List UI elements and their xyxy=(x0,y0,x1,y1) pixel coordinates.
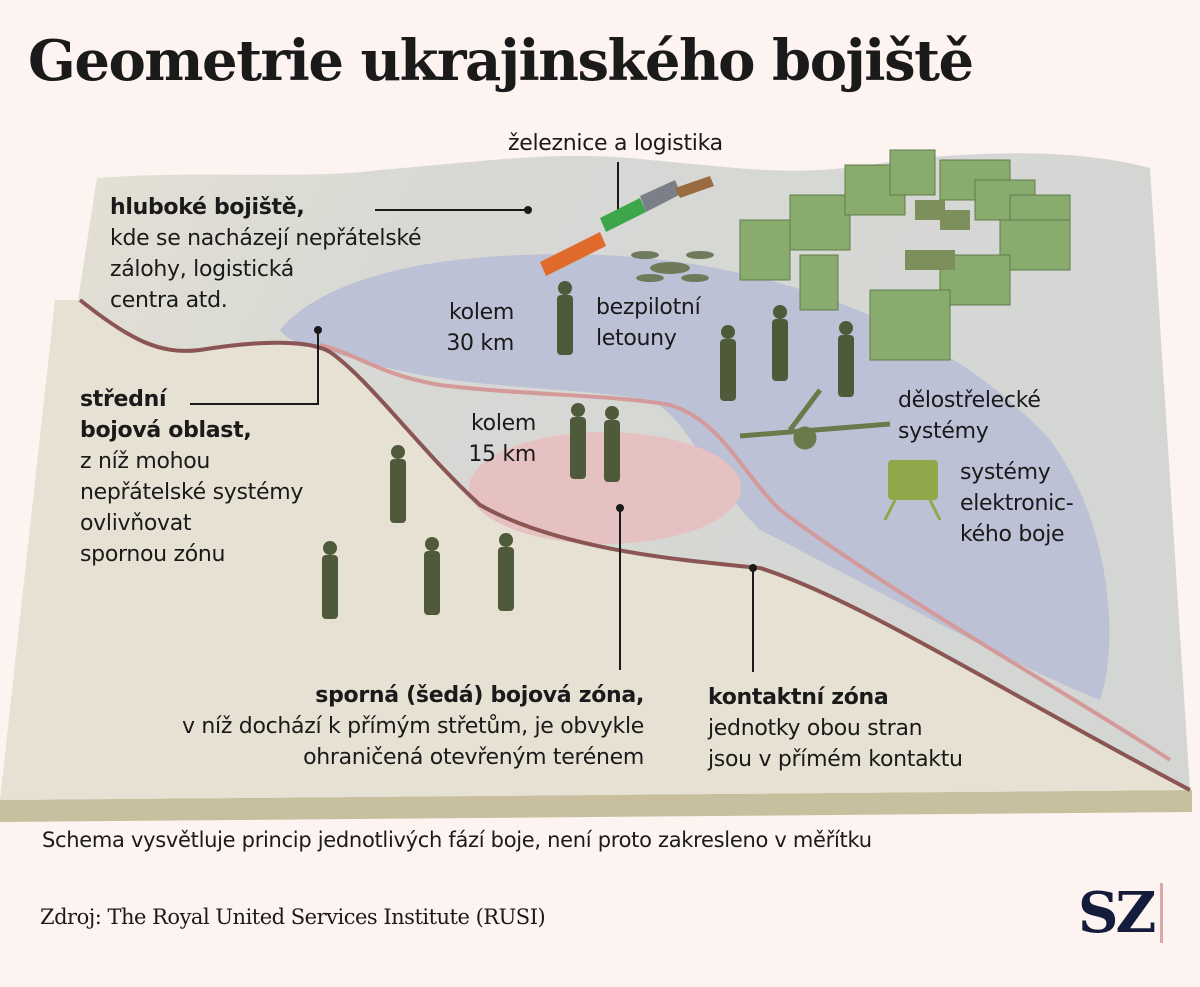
deep-line: zálohy, logistická xyxy=(110,257,294,282)
ew-line: kého boje xyxy=(960,522,1065,547)
ew-label: systémy elektronic- kého boje xyxy=(960,457,1074,550)
contested-zone xyxy=(469,432,741,544)
artillery-icon xyxy=(739,388,891,450)
range-15-label: kolem 15 km xyxy=(440,408,536,470)
contested-title: sporná (šedá) bojová zóna, xyxy=(315,683,644,708)
page-title: Geometrie ukrajinského bojiště xyxy=(28,28,974,94)
contact-title: kontaktní zóna xyxy=(708,685,889,710)
artillery-label: dělostřelecké systémy xyxy=(898,385,1041,447)
ew-line: elektronic- xyxy=(960,491,1074,516)
rail-label: železnice a logistika xyxy=(508,131,723,156)
front-line xyxy=(78,298,1191,792)
drones-line: bezpilotní xyxy=(596,295,701,320)
mid-line: spornou zónu xyxy=(80,542,226,567)
mid-title: střední xyxy=(80,387,167,412)
artillery-line: systémy xyxy=(898,419,989,444)
mid-zone xyxy=(280,254,1110,701)
artillery-line: dělostřelecké xyxy=(898,388,1041,413)
contested-zone-label: sporná (šedá) bojová zóna, v níž dochází… xyxy=(40,680,644,773)
range-30-label: kolem 30 km xyxy=(420,297,514,359)
range-line: kolem xyxy=(471,411,536,436)
contested-line: ohraničená otevřeným terénem xyxy=(303,745,644,770)
mid-area-label: střední bojová oblast, z níž mohou nepřá… xyxy=(80,384,303,570)
soldiers-icon xyxy=(322,281,854,619)
train-icon xyxy=(540,176,714,276)
mid-line: z níž mohou xyxy=(80,449,211,474)
contact-line-text: jsou v přímém kontaktu xyxy=(708,747,963,772)
source: Zdroj: The Royal United Services Institu… xyxy=(40,905,546,929)
contested-line: v níž dochází k přímým střetům, je obvyk… xyxy=(181,714,644,739)
tank-icon xyxy=(905,200,970,270)
buildings-icon xyxy=(739,149,1071,361)
range-line: 15 km xyxy=(468,442,536,467)
contact-zone-label: kontaktní zóna jednotky obou stran jsou … xyxy=(708,682,963,775)
leader-lines xyxy=(190,162,757,672)
mid-line: nepřátelské systémy xyxy=(80,480,304,505)
board-edge xyxy=(0,790,1192,822)
logo-bar xyxy=(1160,883,1163,943)
deep-line: centra atd. xyxy=(110,288,228,313)
drone-icon xyxy=(631,251,714,282)
mid-title: bojová oblast, xyxy=(80,418,252,443)
electronic-warfare-icon xyxy=(883,460,942,521)
ew-line: systémy xyxy=(960,460,1051,485)
scale-note: Schema vysvětluje princip jednotlivých f… xyxy=(42,828,872,852)
range-line: kolem xyxy=(449,300,514,325)
contact-line xyxy=(319,343,1172,762)
drones-label: bezpilotní letouny xyxy=(596,292,701,354)
mid-line: ovlivňovat xyxy=(80,511,192,536)
contact-line-text: jednotky obou stran xyxy=(708,716,923,741)
deep-line: kde se nacházejí nepřátelské xyxy=(110,226,422,251)
range-line: 30 km xyxy=(446,331,514,356)
drones-line: letouny xyxy=(596,326,677,351)
sz-logo: SZ xyxy=(1078,880,1156,946)
middle-area xyxy=(0,300,1190,800)
deep-title: hluboké bojiště, xyxy=(110,195,305,220)
deep-battlefield-label: hluboké bojiště, kde se nacházejí nepřát… xyxy=(110,192,422,316)
